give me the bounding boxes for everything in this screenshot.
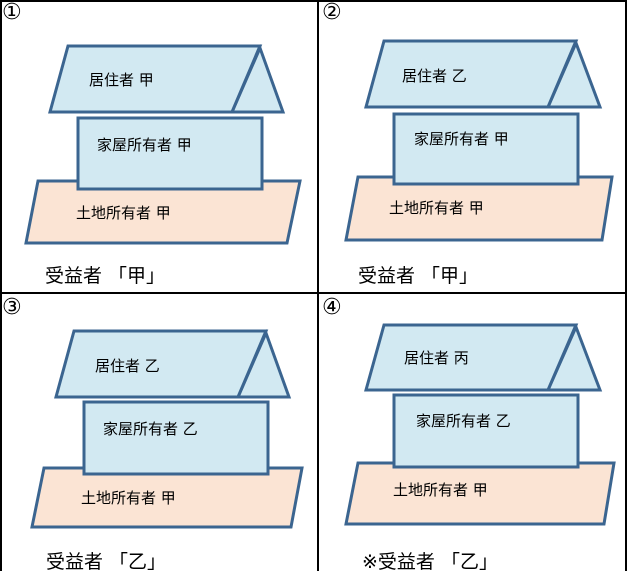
roof-front-shape	[364, 323, 579, 392]
house-illustration	[344, 323, 616, 526]
beneficiary-caption: 受益者 「甲」	[45, 265, 166, 287]
panel-1: ① 居住者 甲 家屋所有者 甲 土地所有者 甲 受益者 「甲」	[0, 0, 318, 293]
resident-label: 居住者 丙	[404, 349, 469, 367]
land-owner-label: 土地所有者 甲	[81, 489, 176, 507]
house-wall-shape	[76, 116, 264, 191]
house-owner-label: 家屋所有者 乙	[103, 420, 198, 438]
panel-number: ②	[322, 0, 342, 25]
beneficiary-caption: ※受益者 「乙」	[362, 551, 498, 573]
house-wall-shape	[392, 112, 580, 186]
panel-2: ② 居住者 乙 家屋所有者 甲 土地所有者 甲 受益者 「甲」	[320, 0, 627, 293]
house-wall-shape	[82, 400, 270, 476]
house-owner-label: 家屋所有者 乙	[416, 412, 511, 430]
resident-label: 居住者 乙	[95, 357, 160, 375]
panel-4: ④ 居住者 丙 家屋所有者 乙 土地所有者 甲 ※受益者 「乙」	[320, 295, 627, 573]
panel-number: ④	[322, 295, 342, 320]
land-owner-label: 土地所有者 甲	[76, 204, 171, 222]
roof-front-shape	[48, 44, 263, 114]
house-owner-label: 家屋所有者 甲	[97, 136, 192, 154]
panel-number: ③	[2, 295, 22, 320]
resident-label: 居住者 甲	[89, 71, 154, 89]
house-owner-label: 家屋所有者 甲	[414, 130, 509, 148]
land-owner-label: 土地所有者 甲	[389, 199, 484, 217]
resident-label: 居住者 乙	[402, 67, 467, 85]
house-illustration	[344, 39, 614, 242]
roof-front-shape	[364, 39, 579, 109]
beneficiary-caption: 受益者 「甲」	[358, 265, 479, 287]
house-illustration	[24, 43, 302, 245]
house-illustration	[30, 328, 304, 529]
beneficiary-caption: 受益者 「乙」	[46, 551, 167, 573]
house-wall-shape	[392, 393, 580, 469]
panel-number: ①	[2, 0, 22, 25]
roof-front-shape	[54, 329, 269, 399]
land-owner-label: 土地所有者 甲	[393, 481, 488, 499]
panel-3: ③ 居住者 乙 家屋所有者 乙 土地所有者 甲 受益者 「乙」	[0, 295, 318, 573]
